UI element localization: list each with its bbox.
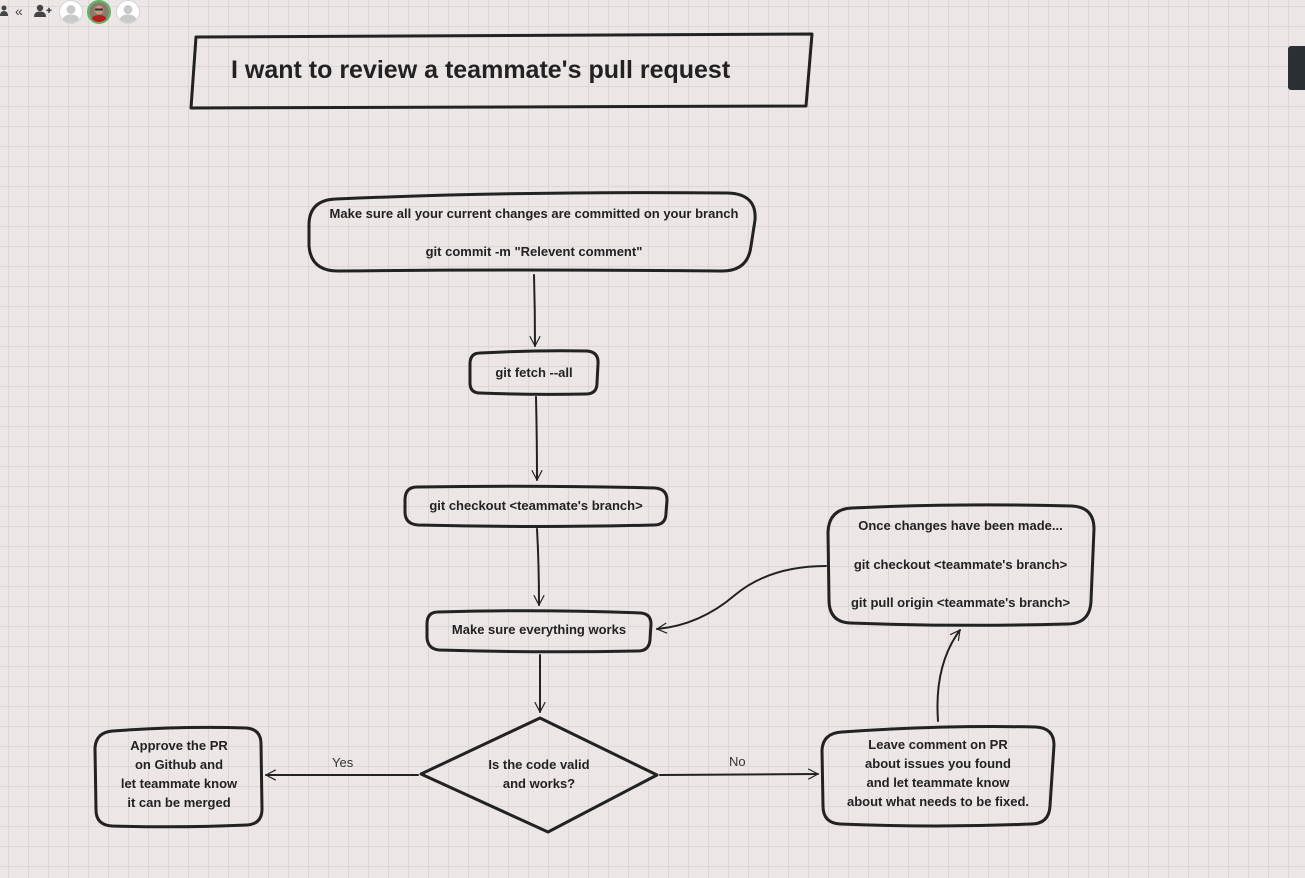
diagram-title: I want to review a teammate's pull reque… bbox=[231, 56, 731, 84]
active-user-avatar[interactable] bbox=[87, 0, 111, 24]
comment-node[interactable] bbox=[820, 725, 1056, 828]
commit-command: git commit -m "Relevent comment" bbox=[425, 244, 643, 259]
fetch-node[interactable] bbox=[468, 349, 600, 396]
approve-line-4: it can be merged bbox=[127, 795, 231, 810]
changes-line-3: git pull origin <teammate's branch> bbox=[850, 595, 1071, 610]
changes-line-2: git checkout <teammate's branch> bbox=[853, 557, 1068, 572]
works-node[interactable] bbox=[425, 609, 653, 654]
changes-node-text: Once changes have been made... git check… bbox=[829, 516, 1092, 612]
group-icon[interactable] bbox=[0, 5, 9, 19]
no-edge-label: No bbox=[729, 754, 746, 769]
edge-comment-changes bbox=[936, 629, 961, 722]
side-panel-toggle[interactable] bbox=[1288, 46, 1305, 90]
comment-line-2: about issues you found bbox=[865, 756, 1011, 771]
add-user-icon[interactable] bbox=[34, 4, 52, 20]
approve-node-text: Approve the PR on Github and let teammat… bbox=[96, 736, 262, 812]
comment-node-text: Leave comment on PR about issues you fou… bbox=[826, 735, 1050, 811]
edge-decision-comment bbox=[659, 774, 819, 775]
checkout-node[interactable] bbox=[403, 484, 669, 528]
fetch-node-text: git fetch --all bbox=[495, 365, 573, 380]
comment-line-1: Leave comment on PR bbox=[868, 737, 1008, 752]
decision-node-text: Is the code valid and works? bbox=[450, 755, 628, 793]
commit-node-text: Make sure all your current changes are c… bbox=[312, 204, 756, 261]
user-avatar[interactable] bbox=[59, 0, 83, 24]
approve-line-2: on Github and bbox=[134, 757, 224, 772]
changes-node[interactable] bbox=[826, 503, 1096, 627]
comment-line-3: and let teammate know bbox=[866, 775, 1010, 790]
decision-line-1: Is the code valid bbox=[488, 757, 590, 772]
edge-commit-fetch bbox=[534, 274, 535, 347]
edge-checkout-works bbox=[537, 528, 539, 606]
approve-line-1: Approve the PR bbox=[130, 738, 228, 753]
collapse-chevrons-icon[interactable]: « bbox=[15, 3, 23, 19]
edge-fetch-checkout bbox=[536, 396, 537, 481]
decision-line-2: and works? bbox=[502, 776, 576, 791]
approve-node[interactable] bbox=[93, 725, 264, 829]
comment-line-4: about what needs to be fixed. bbox=[846, 794, 1030, 809]
yes-edge-label: Yes bbox=[332, 755, 354, 770]
approve-line-3: let teammate know bbox=[120, 776, 238, 791]
user-avatar[interactable] bbox=[116, 0, 140, 24]
changes-line-1: Once changes have been made... bbox=[858, 518, 1063, 533]
edge-changes-works bbox=[656, 565, 827, 629]
commit-instruction: Make sure all your current changes are c… bbox=[329, 206, 739, 221]
checkout-node-text: git checkout <teammate's branch> bbox=[429, 498, 643, 513]
works-node-text: Make sure everything works bbox=[451, 622, 627, 637]
title-box[interactable] bbox=[189, 32, 814, 110]
decision-node[interactable] bbox=[419, 716, 659, 834]
commit-node[interactable] bbox=[307, 191, 757, 273]
